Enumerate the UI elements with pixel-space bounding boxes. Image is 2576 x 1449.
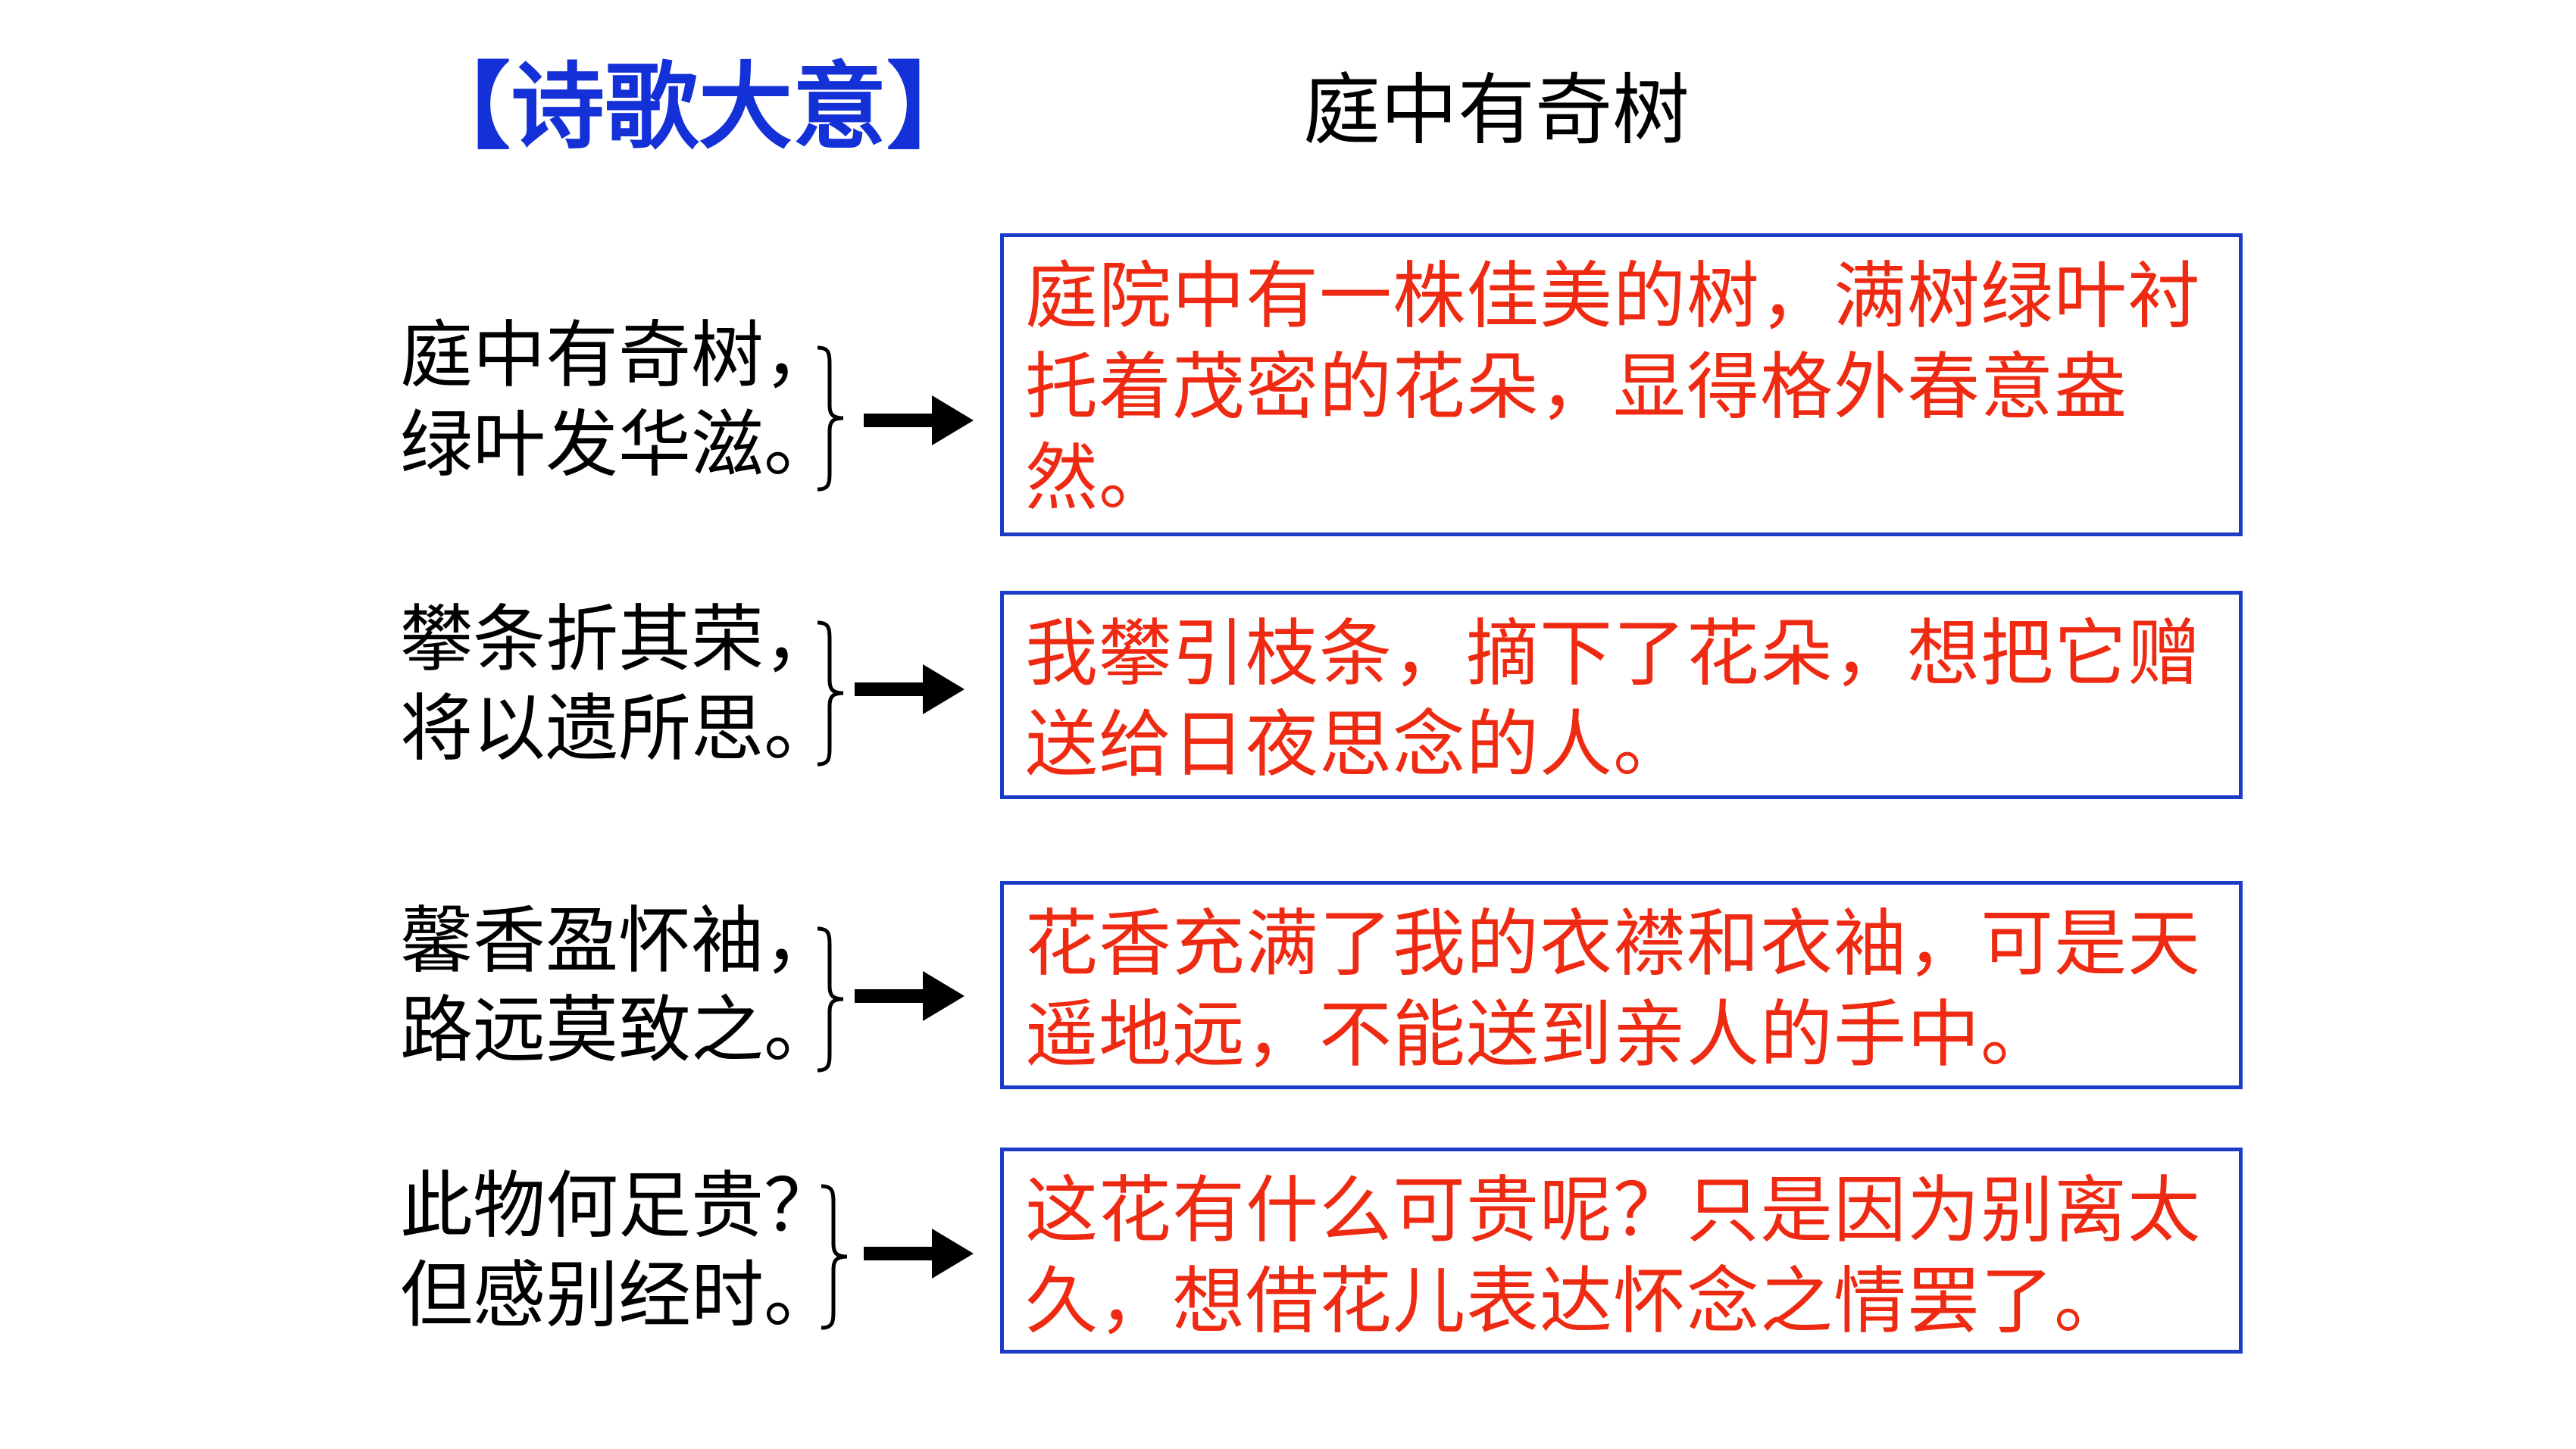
- brace-icon: [817, 620, 844, 767]
- right-arrow-icon: [855, 971, 964, 1021]
- verse-line: 庭中有奇树，: [400, 313, 836, 398]
- stanza-3-verse: 馨香盈怀袖， 路远莫致之。: [400, 896, 836, 1075]
- verse-line: 路远莫致之。: [400, 988, 836, 1073]
- meaning-box-1: 庭院中有一株佳美的树，满树绿叶衬托着茂密的花朵，显得格外春意盎然。: [1000, 233, 2243, 536]
- meaning-text: 花香充满了我的衣襟和衣袖，可是天遥地远，不能送到亲人的手中。: [1025, 901, 2201, 1077]
- meaning-box-2: 我攀引枝条，摘下了花朵，想把它赠送给日夜思念的人。: [1000, 591, 2243, 799]
- brace-icon: [817, 345, 844, 492]
- stanza-1-verse: 庭中有奇树， 绿叶发华滋。: [400, 311, 836, 489]
- meaning-box-3: 花香充满了我的衣襟和衣袖，可是天遥地远，不能送到亲人的手中。: [1000, 881, 2243, 1089]
- brace-icon: [821, 1184, 848, 1330]
- verse-line: 馨香盈怀袖，: [400, 898, 836, 983]
- meaning-text: 这花有什么可贵呢？只是因为别离太久，想借花儿表达怀念之情罢了。: [1025, 1168, 2201, 1344]
- section-heading: 【诗歌大意】: [417, 52, 981, 162]
- verse-line: 此物何足贵？: [400, 1163, 836, 1248]
- right-arrow-icon: [855, 664, 964, 714]
- right-arrow-icon: [864, 395, 974, 445]
- meaning-box-4: 这花有什么可贵呢？只是因为别离太久，想借花儿表达怀念之情罢了。: [1000, 1148, 2243, 1354]
- poem-title: 庭中有奇树: [1303, 66, 1690, 156]
- brace-icon: [817, 926, 844, 1073]
- verse-line: 但感别经时。: [400, 1253, 836, 1338]
- stanza-2-verse: 攀条折其荣， 将以遗所思。: [400, 595, 836, 773]
- verse-line: 将以遗所思。: [400, 686, 836, 771]
- meaning-text: 我攀引枝条，摘下了花朵，想把它赠送给日夜思念的人。: [1025, 611, 2201, 787]
- right-arrow-icon: [864, 1229, 974, 1279]
- stanza-4-verse: 此物何足贵？ 但感别经时。: [400, 1161, 836, 1340]
- verse-line: 绿叶发华滋。: [400, 402, 836, 487]
- meaning-text: 庭院中有一株佳美的树，满树绿叶衬托着茂密的花朵，显得格外春意盎然。: [1025, 254, 2201, 520]
- verse-line: 攀条折其荣，: [400, 597, 836, 682]
